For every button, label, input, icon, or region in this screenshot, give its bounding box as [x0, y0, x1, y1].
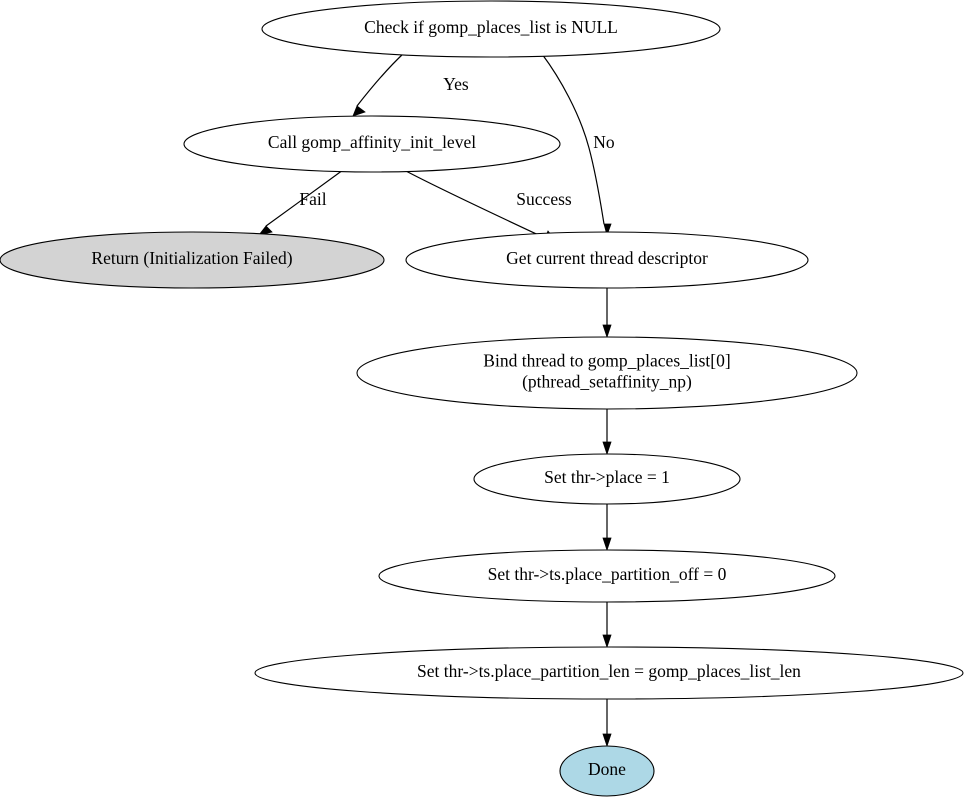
- node-call_init_level[interactable]: Call gomp_affinity_init_level: [183, 115, 561, 173]
- node-set_partition_off[interactable]: Set thr->ts.place_partition_off = 0: [378, 549, 836, 603]
- edge-label: No: [593, 132, 615, 152]
- node-label: Done: [588, 759, 626, 779]
- edge-set_partition_off-to-set_partition_len: [602, 602, 612, 649]
- edge-line: [265, 169, 344, 227]
- edge-line: [403, 169, 546, 239]
- edge-get_thread_desc-to-bind_thread: [602, 288, 612, 339]
- edge-line: [541, 53, 605, 225]
- edge-call_init_level-to-get_thread_desc: Success: [403, 169, 572, 242]
- edge-label: Success: [516, 189, 572, 209]
- node-label: Return (Initialization Failed): [91, 248, 292, 268]
- node-get_thread_desc[interactable]: Get current thread descriptor: [405, 231, 809, 289]
- node-shape-ellipse[interactable]: [473, 453, 741, 505]
- node-done[interactable]: Done: [559, 745, 655, 797]
- node-bind_thread[interactable]: Bind thread to gomp_places_list[0](pthre…: [356, 336, 858, 410]
- node-label: Check if gomp_places_list is NULL: [364, 17, 618, 37]
- node-label: (pthread_setaffinity_np): [522, 372, 692, 392]
- edge-set_place-to-set_partition_off: [602, 504, 612, 552]
- arrowhead-icon: [352, 105, 366, 117]
- arrowhead-icon: [602, 537, 612, 552]
- node-shape-ellipse[interactable]: [378, 549, 836, 603]
- node-set_place[interactable]: Set thr->place = 1: [473, 453, 741, 505]
- edge-bind_thread-to-set_place: [602, 409, 612, 456]
- edge-label: Fail: [299, 189, 326, 209]
- node-shape-ellipse[interactable]: [559, 745, 655, 797]
- node-label: Set thr->ts.place_partition_len = gomp_p…: [417, 661, 801, 681]
- node-shape-ellipse[interactable]: [183, 115, 561, 173]
- edge-check_null-to-get_thread_desc: No: [541, 53, 615, 237]
- arrowhead-icon: [602, 634, 612, 649]
- node-set_partition_len[interactable]: Set thr->ts.place_partition_len = gomp_p…: [254, 646, 964, 700]
- edge-call_init_level-to-return_failed: Fail: [257, 169, 344, 236]
- edge-check_null-to-call_init_level: Yes: [352, 52, 469, 117]
- edge-line: [356, 52, 405, 107]
- node-label: Bind thread to gomp_places_list[0]: [483, 351, 730, 371]
- node-check_null[interactable]: Check if gomp_places_list is NULL: [261, 0, 721, 58]
- arrowhead-icon: [603, 223, 612, 237]
- node-label: Get current thread descriptor: [506, 248, 708, 268]
- node-return_failed[interactable]: Return (Initialization Failed): [0, 231, 385, 289]
- node-label: Set thr->place = 1: [544, 467, 670, 487]
- arrowhead-icon: [602, 441, 612, 456]
- arrowhead-icon: [602, 324, 612, 339]
- arrowhead-icon: [602, 733, 612, 748]
- node-label: Set thr->ts.place_partition_off = 0: [488, 564, 727, 584]
- node-label: Call gomp_affinity_init_level: [268, 132, 476, 152]
- node-shape-ellipse[interactable]: [405, 231, 809, 289]
- node-shape-ellipse[interactable]: [261, 0, 721, 58]
- edge-set_partition_len-to-done: [602, 699, 612, 748]
- node-shape-ellipse[interactable]: [254, 646, 964, 700]
- edge-label: Yes: [443, 74, 469, 94]
- node-shape-ellipse[interactable]: [356, 336, 858, 410]
- node-shape-ellipse[interactable]: [0, 231, 385, 289]
